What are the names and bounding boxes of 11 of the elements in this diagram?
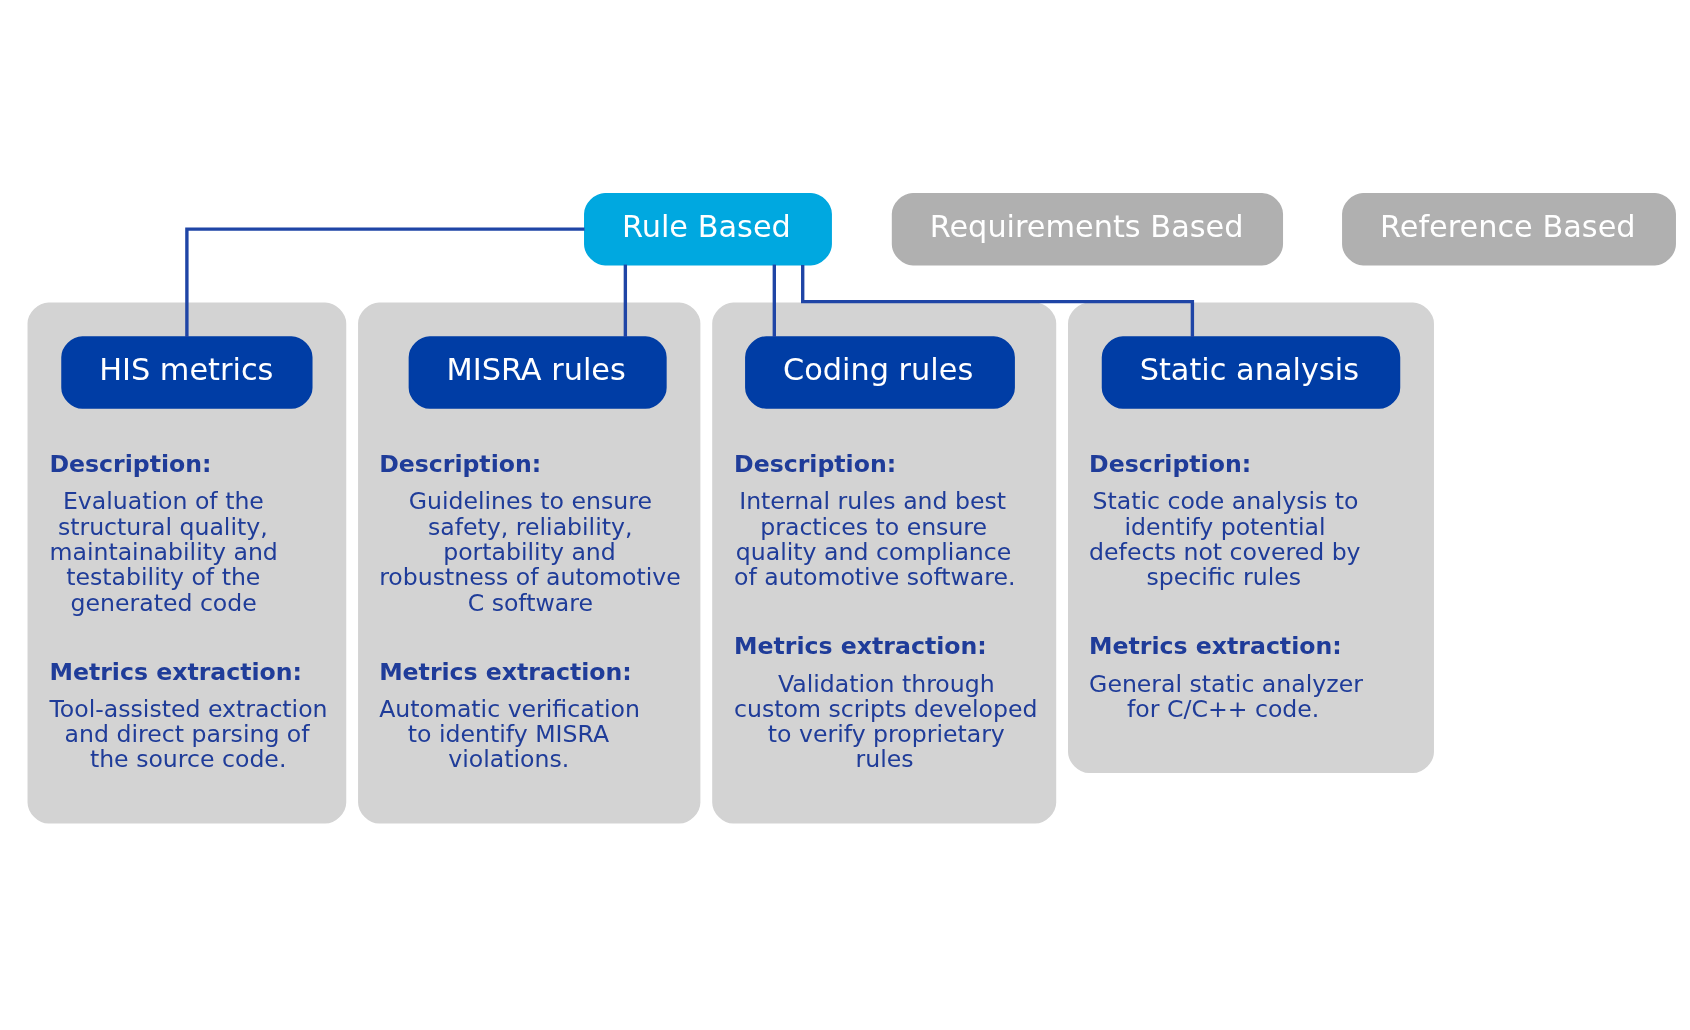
node-box: Static analysis — [1101, 336, 1401, 409]
connector — [623, 264, 628, 337]
node-box: Reference Based — [1342, 192, 1676, 266]
connector — [801, 265, 1195, 338]
node-box: HIS metrics — [61, 336, 313, 409]
node-box: Rule Based — [584, 192, 832, 266]
connector — [772, 264, 776, 337]
connector — [185, 227, 585, 338]
node-box: Coding rules — [745, 336, 1015, 409]
node-box: Requirements Based — [891, 192, 1284, 266]
node-box: MISRA rules — [408, 336, 667, 409]
